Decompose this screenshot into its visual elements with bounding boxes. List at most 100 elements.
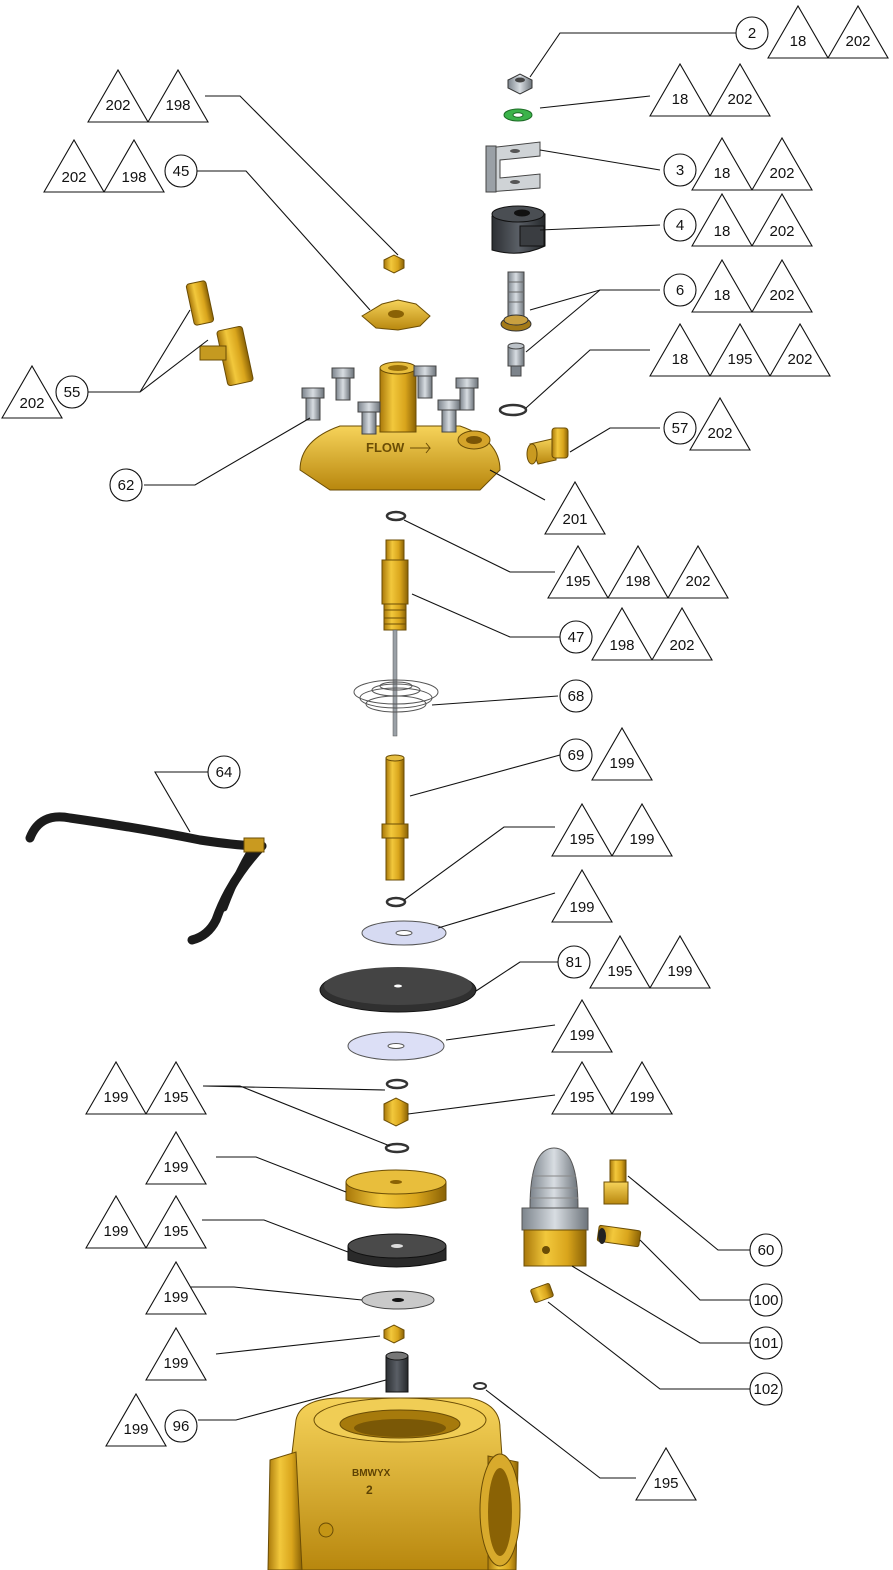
svg-text:199: 199 <box>103 1223 128 1240</box>
note-flag: 199 <box>611 1060 673 1115</box>
part-diaphragm <box>319 967 477 1013</box>
part-small-nut <box>383 254 405 274</box>
part-brass-disc <box>345 1169 447 1209</box>
svg-text:69: 69 <box>568 747 585 764</box>
balloon-60: 60 <box>749 1233 783 1267</box>
note-flag: 199 <box>611 802 673 857</box>
svg-text:199: 199 <box>667 963 692 980</box>
note-flag: 199 <box>591 726 653 781</box>
svg-text:199: 199 <box>163 1159 188 1176</box>
svg-text:199: 199 <box>629 831 654 848</box>
svg-text:199: 199 <box>103 1089 128 1106</box>
svg-text:202: 202 <box>19 395 44 412</box>
balloon-81: 81 <box>557 945 591 979</box>
part-nut-top <box>507 73 533 95</box>
note-flag: 199 <box>145 1326 207 1381</box>
svg-text:100: 100 <box>753 1292 778 1309</box>
note-flag: 199 <box>551 868 613 923</box>
part-knob <box>361 299 431 331</box>
note-flag: 18 <box>691 192 753 247</box>
note-flag: 202 <box>751 136 813 191</box>
svg-text:18: 18 <box>714 223 731 240</box>
svg-text:102: 102 <box>753 1381 778 1398</box>
part-bottom-nut <box>383 1324 405 1344</box>
svg-text:199: 199 <box>163 1355 188 1372</box>
svg-text:57: 57 <box>672 420 689 437</box>
svg-text:202: 202 <box>769 165 794 182</box>
balloon-96: 96 <box>164 1409 198 1443</box>
part-o-ring-nut-bottom <box>384 1142 410 1154</box>
note-flag: 199 <box>145 1260 207 1315</box>
note-flag: 199 <box>551 998 613 1053</box>
balloon-62: 62 <box>109 468 143 502</box>
svg-text:202: 202 <box>769 223 794 240</box>
part-washer-upper <box>361 920 447 946</box>
note-flag: 195 <box>551 802 613 857</box>
svg-text:18: 18 <box>672 91 689 108</box>
part-seal-disc <box>347 1233 447 1268</box>
body-size-text: 2 <box>366 1483 373 1497</box>
svg-text:201: 201 <box>562 511 587 528</box>
part-elbow-fitting <box>526 427 569 465</box>
balloon-101: 101 <box>749 1326 783 1360</box>
svg-text:195: 195 <box>163 1089 188 1106</box>
part-needle-valve <box>185 280 254 387</box>
part-hex-nut <box>383 1097 409 1127</box>
svg-text:6: 6 <box>676 282 684 299</box>
part-elbow-60 <box>603 1159 629 1205</box>
svg-text:18: 18 <box>790 33 807 50</box>
svg-text:202: 202 <box>727 91 752 108</box>
svg-text:195: 195 <box>569 831 594 848</box>
note-flag: 18 <box>691 136 753 191</box>
balloon-4: 4 <box>663 208 697 242</box>
svg-text:101: 101 <box>753 1335 778 1352</box>
note-flag: 195 <box>547 544 609 599</box>
note-flag: 18 <box>649 322 711 377</box>
svg-text:18: 18 <box>672 351 689 368</box>
svg-text:198: 198 <box>165 97 190 114</box>
note-flag: 198 <box>591 606 653 661</box>
note-flag: 18 <box>767 4 829 59</box>
svg-text:202: 202 <box>669 637 694 654</box>
note-flag: 195 <box>145 1194 207 1249</box>
note-flag: 198 <box>147 68 209 123</box>
note-flag: 18 <box>691 258 753 313</box>
part-small-plunger <box>507 342 525 377</box>
note-flag: 202 <box>43 138 105 193</box>
part-guide <box>385 1351 409 1393</box>
note-flag: 202 <box>651 606 713 661</box>
svg-text:198: 198 <box>625 573 650 590</box>
note-flag: 202 <box>751 258 813 313</box>
note-flag: 202 <box>769 322 831 377</box>
part-spring <box>353 679 439 713</box>
svg-text:64: 64 <box>216 764 233 781</box>
balloon-47: 47 <box>559 620 593 654</box>
svg-text:96: 96 <box>173 1418 190 1435</box>
part-washer-lower <box>347 1031 445 1061</box>
note-triangles: 18 202 18 202 202 198 202 198 18 202 18 … <box>1 4 889 1501</box>
svg-text:195: 195 <box>565 573 590 590</box>
svg-text:202: 202 <box>787 351 812 368</box>
body-marking-text: BMWYX <box>352 1468 391 1479</box>
balloon-2: 2 <box>735 16 769 50</box>
svg-text:198: 198 <box>609 637 634 654</box>
note-flag: 198 <box>103 138 165 193</box>
svg-text:199: 199 <box>163 1289 188 1306</box>
svg-text:199: 199 <box>123 1421 148 1438</box>
note-flag: 202 <box>751 192 813 247</box>
svg-text:45: 45 <box>173 163 190 180</box>
svg-text:81: 81 <box>566 954 583 971</box>
svg-text:199: 199 <box>609 755 634 772</box>
svg-text:195: 195 <box>569 1089 594 1106</box>
svg-text:199: 199 <box>569 1027 594 1044</box>
part-o-ring-upper <box>498 403 528 417</box>
svg-text:195: 195 <box>727 351 752 368</box>
part-valve-body: BMWYX 2 <box>267 1397 521 1570</box>
balloon-3: 3 <box>663 153 697 187</box>
svg-text:202: 202 <box>61 169 86 186</box>
cover-flow-text: FLOW <box>366 440 405 455</box>
part-cover: FLOW <box>299 361 501 491</box>
part-spacer-tube <box>381 754 409 881</box>
balloon-102: 102 <box>749 1372 783 1406</box>
balloon-69: 69 <box>559 738 593 772</box>
